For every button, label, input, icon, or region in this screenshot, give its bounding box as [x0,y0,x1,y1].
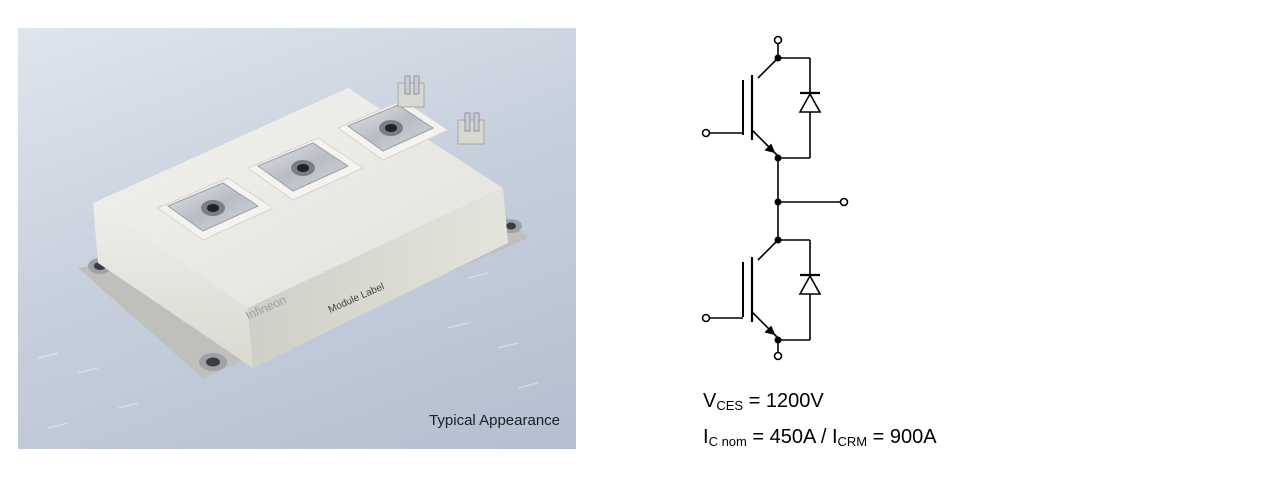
gate-terminal-lower [701,313,711,323]
diode-lower [798,274,822,295]
spec-vces: VCES = 1200V [703,390,824,413]
spec-value: = 1200V [743,390,824,412]
igbt-module-illustration: Infineon Module Label [37,75,539,429]
spec-subscript: CES [716,398,744,413]
spec-value: = 900A [867,426,937,448]
emitter-arrow-upper [764,143,776,154]
terminal-ac-output [839,197,849,207]
terminal-dc-plus [773,35,783,45]
igbt-lower-collector [757,239,779,261]
aux-pins [397,82,485,145]
spec-value: = 450A / [746,426,832,448]
spec-current: IC nom = 450A / ICRM = 900A [703,426,937,449]
module-front [93,203,253,368]
spec-symbol: I [703,426,709,448]
module-side [248,188,508,368]
gate-terminal-upper [701,128,711,138]
photo-caption: Typical Appearance [429,412,560,429]
terminal-block [336,99,450,161]
emitter-arrow-lower [764,325,776,336]
aux-pin-leads [404,75,480,132]
spec-symbol: V [703,390,717,412]
diode-upper [798,92,822,113]
product-photo: Infineon Module Label Typical Appearance [18,28,576,449]
spec-symbol: I [831,426,838,448]
half-bridge-schematic [701,35,849,361]
terminal-dc-minus [773,351,783,361]
terminal-block [156,177,275,241]
background-texture [37,272,539,429]
terminal-block [246,137,365,201]
spec-subscript: CRM [837,434,868,449]
igbt-upper-collector [757,57,779,79]
spec-subscript: C nom [708,434,747,449]
junction-dots [774,54,782,344]
